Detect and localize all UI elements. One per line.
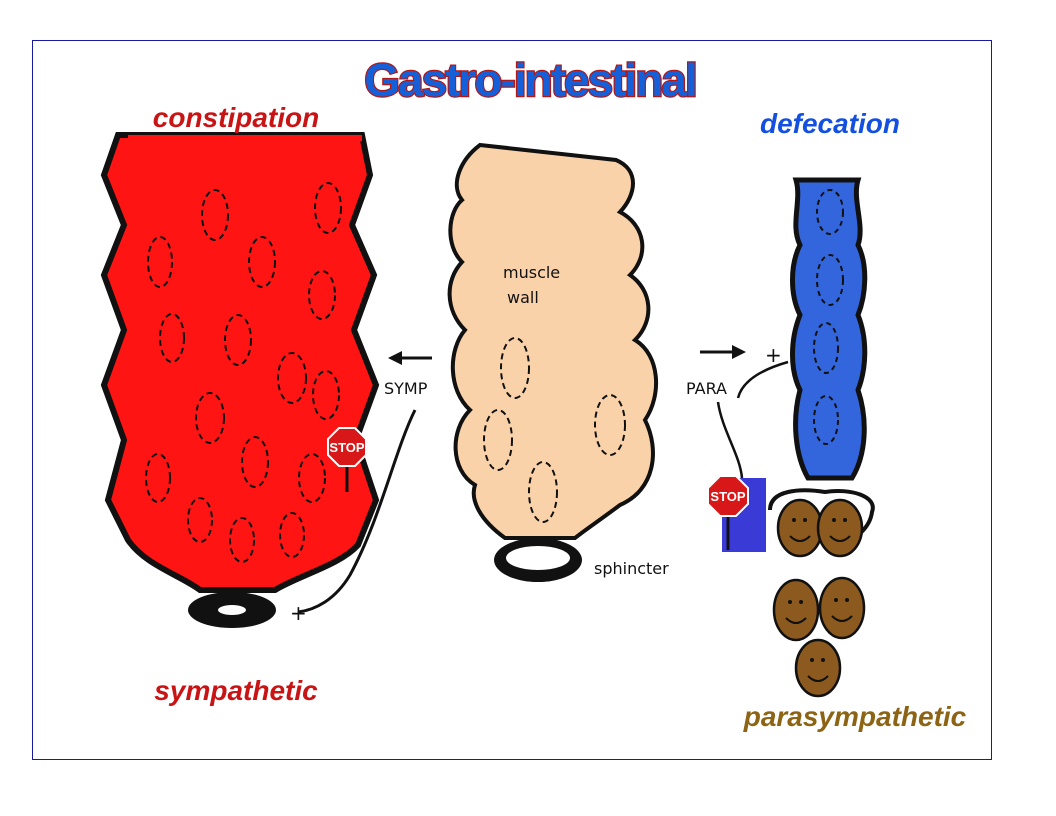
para-label: PARA (686, 379, 727, 398)
red-colon-body (100, 132, 380, 593)
plus-sign-left: + (290, 601, 307, 625)
blue-muscle-cells (813, 189, 844, 445)
relaxed-muscle-cells (483, 337, 626, 523)
symp-pathway: + (290, 351, 432, 625)
stop-sign-right: STOP (707, 475, 766, 552)
feces-faces (785, 535, 853, 682)
parasympathetic-label: parasympathetic (743, 701, 967, 732)
stop-sign-right-label: STOP (710, 489, 745, 504)
left-arrow-icon (388, 351, 402, 365)
para-pathway: + (700, 343, 789, 479)
relaxed-colon: muscle wall sphincter (447, 142, 669, 582)
stop-sign-left: STOP (327, 427, 367, 492)
page-title: Gastro-intestinal (364, 54, 696, 106)
blue-colon-body (790, 177, 868, 481)
sphincter-opening (218, 605, 246, 615)
contracted-muscle-cells (145, 182, 342, 563)
constipation-label: constipation (153, 102, 319, 133)
stop-sign-left-label: STOP (329, 440, 364, 455)
open-sphincter-hole (506, 546, 570, 570)
constipated-colon (100, 132, 380, 628)
right-arrow-icon (732, 345, 746, 359)
peach-colon-body (447, 142, 659, 540)
feces-eyes (788, 518, 849, 662)
feces-pieces (772, 498, 866, 698)
defecation-label: defecation (760, 108, 900, 139)
symp-label: SYMP (384, 379, 428, 398)
plus-sign-right: + (765, 343, 782, 367)
symp-nerve (297, 409, 417, 614)
sympathetic-label: sympathetic (154, 675, 318, 706)
muscle-label: muscle (503, 263, 560, 282)
sphincter-label: sphincter (594, 559, 669, 578)
wall-label: wall (507, 288, 539, 307)
